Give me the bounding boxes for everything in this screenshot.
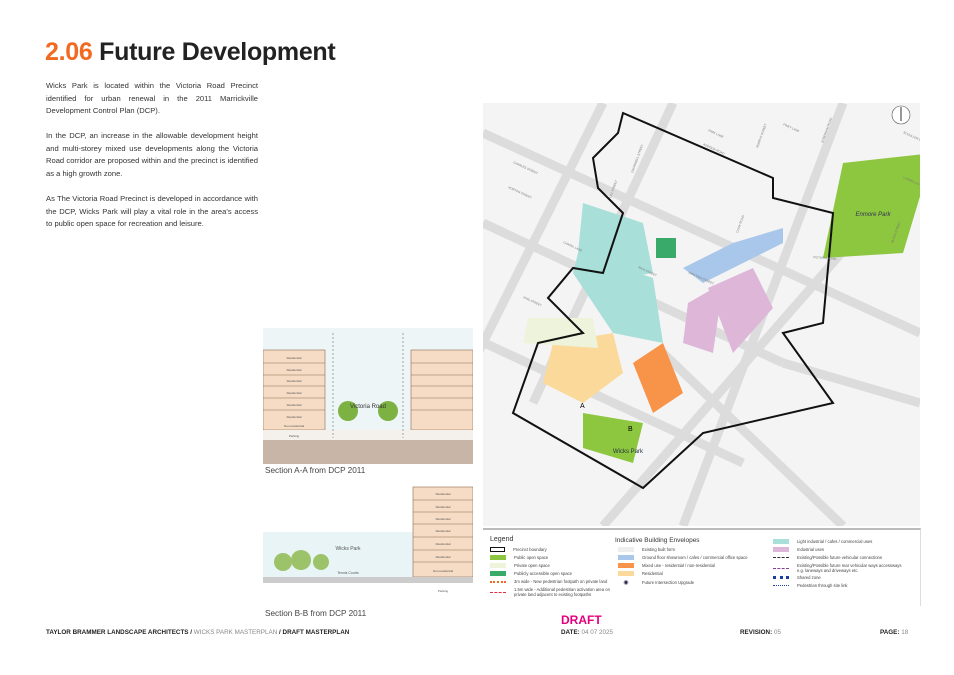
legend-title: Legend <box>490 536 514 543</box>
footer-revision: REVISION: 05 <box>740 629 781 636</box>
page-title: 2.06 Future Development <box>45 38 336 67</box>
svg-text:Residential: Residential <box>436 492 451 496</box>
paragraph-1: Wicks Park is located within the Victori… <box>46 81 258 116</box>
svg-text:Residential: Residential <box>287 368 302 372</box>
map-legend: Legend Precinct boundary Public open spa… <box>483 528 921 606</box>
section-a-diagram: Victoria Road ResidentialResidentialResi… <box>263 328 473 464</box>
enmore-park <box>823 154 920 258</box>
road-label: Victoria Road <box>350 404 386 410</box>
svg-text:Residential: Residential <box>287 356 302 360</box>
paragraph-2: In the DCP, an increase in the allowable… <box>46 131 258 178</box>
paragraph-3: As The Victoria Road Precinct is develop… <box>46 194 258 229</box>
footer-credit: TAYLOR BRAMMER LANDSCAPE ARCHITECTS / WI… <box>46 629 350 636</box>
svg-text:COOK ROAD: COOK ROAD <box>735 214 745 233</box>
footer-date: DATE: 04 07 2025 <box>561 629 614 636</box>
section-number: 2.06 <box>45 38 93 66</box>
section-a-caption: Section A-A from DCP 2011 <box>265 466 366 475</box>
svg-text:BLACK STREET: BLACK STREET <box>890 221 902 244</box>
svg-text:Parking: Parking <box>438 589 449 593</box>
svg-text:Residential: Residential <box>436 555 451 559</box>
title-text: Future Development <box>99 38 336 66</box>
svg-text:B: B <box>628 426 633 433</box>
svg-text:Wicks Park: Wicks Park <box>336 546 362 552</box>
svg-text:Non-residential: Non-residential <box>284 424 305 428</box>
street-label-lily: LILY STREET <box>608 179 618 198</box>
footer-page: PAGE: 18 <box>880 629 909 636</box>
wicks-park <box>583 413 643 463</box>
svg-text:Parking: Parking <box>289 434 300 438</box>
draft-stamp: DRAFT <box>561 613 602 627</box>
svg-text:Residential: Residential <box>287 403 302 407</box>
svg-text:A: A <box>580 403 585 410</box>
svg-text:Tennis Courts: Tennis Courts <box>337 571 359 575</box>
street-label-park-lane: PARK LANE <box>708 128 725 139</box>
precinct-map: Enmore Park Wicks Park AB CHARLES STREET… <box>483 103 920 526</box>
intersection-icon: ◉ <box>623 580 629 586</box>
svg-text:Residential: Residential <box>287 391 302 395</box>
svg-text:VICTORIA ROAD: VICTORIA ROAD <box>813 255 838 261</box>
section-b-diagram: Wicks Park Tennis Courts ResidentialResi… <box>263 482 473 606</box>
svg-text:Residential: Residential <box>436 542 451 546</box>
legend-col2-title: Indicative Building Envelopes <box>615 537 700 544</box>
svg-text:Wicks Park: Wicks Park <box>613 449 644 455</box>
svg-text:Residential: Residential <box>436 505 451 509</box>
svg-text:Residential: Residential <box>287 379 302 383</box>
svg-text:Residential: Residential <box>436 529 451 533</box>
section-b-caption: Section B-B from DCP 2011 <box>265 609 367 618</box>
street-label-finey-lane: FINEY LANE <box>783 122 801 133</box>
svg-text:Enmore Park: Enmore Park <box>855 212 891 218</box>
svg-text:Residential: Residential <box>287 415 302 419</box>
svg-text:Residential: Residential <box>436 517 451 521</box>
svg-text:Non-residential: Non-residential <box>433 569 454 573</box>
